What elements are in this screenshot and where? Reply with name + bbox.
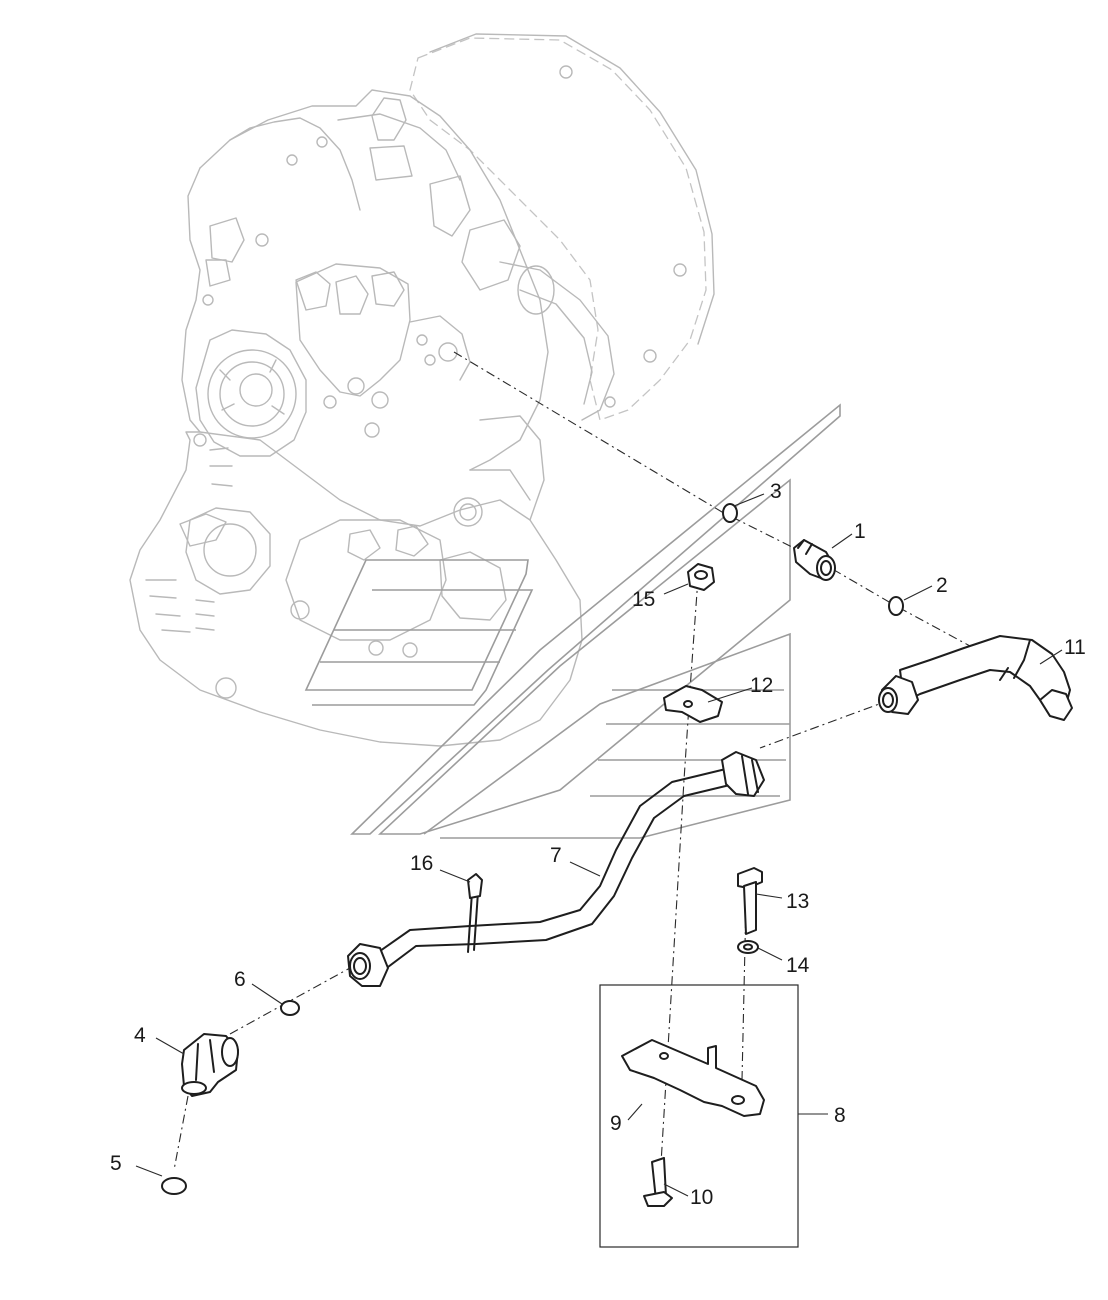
hose-assembly-11 — [878, 635, 1073, 721]
callout-leaders — [135, 493, 1063, 1197]
bracket-kit-frame — [599, 984, 799, 1248]
callout-12: 12 — [750, 674, 773, 697]
assembly-centerlines — [173, 351, 971, 1181]
callout-13: 13 — [786, 890, 809, 913]
o-ring-3 — [722, 503, 738, 523]
callout-11: 11 — [1064, 636, 1086, 659]
callout-16: 16 — [410, 852, 433, 875]
adapter-fitting-1 — [793, 539, 836, 581]
callout-4: 4 — [134, 1024, 146, 1047]
cable-tie-16 — [467, 873, 483, 953]
transmission-housing-ghost — [129, 33, 715, 747]
callout-labels: 3 1 2 15 11 12 7 16 13 14 6 4 5 9 10 8 — [110, 480, 1086, 1209]
callout-15: 15 — [632, 588, 655, 611]
bolt-10 — [643, 1157, 673, 1207]
callout-5: 5 — [110, 1152, 122, 1175]
callout-6: 6 — [234, 968, 246, 991]
callout-2: 2 — [936, 574, 948, 597]
callout-14: 14 — [786, 954, 810, 977]
callout-7: 7 — [550, 844, 562, 867]
clip-12 — [663, 685, 723, 723]
o-ring-6 — [280, 1000, 300, 1016]
nut-15 — [687, 563, 715, 591]
o-ring-2 — [888, 596, 904, 616]
callout-10: 10 — [690, 1186, 713, 1209]
callout-9: 9 — [610, 1112, 622, 1135]
tube-7 — [347, 751, 765, 987]
washer-14 — [737, 940, 759, 954]
o-ring-5 — [161, 1177, 187, 1195]
callout-1: 1 — [854, 520, 866, 543]
callout-3: 3 — [770, 480, 782, 503]
callout-8: 8 — [834, 1104, 846, 1127]
bolt-13 — [737, 867, 763, 935]
elbow-fitting-4 — [181, 1033, 239, 1097]
bracket-plate-9 — [621, 1039, 765, 1117]
